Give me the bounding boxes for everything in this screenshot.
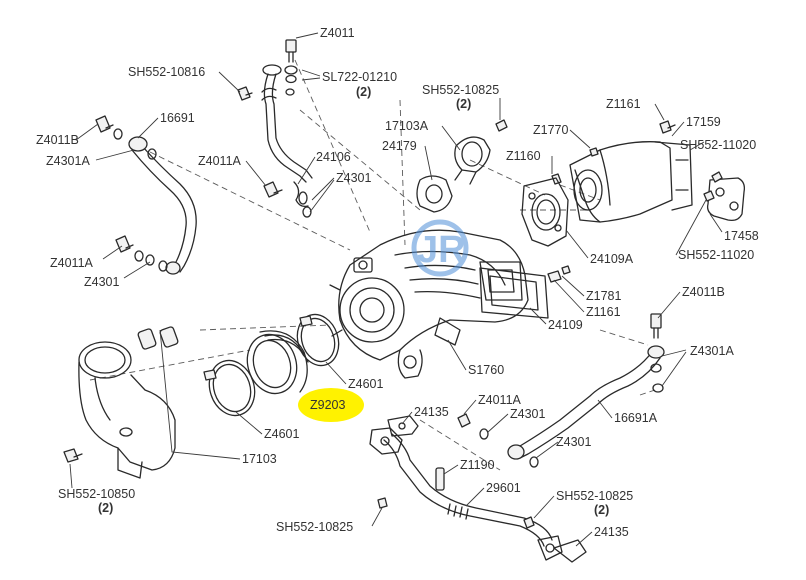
label-24135-mid: 24135 bbox=[414, 405, 449, 419]
label-z4011b-right: Z4011B bbox=[682, 285, 725, 299]
label-sh552-11020-bot: SH552-11020 bbox=[678, 248, 754, 262]
gasket-24109A bbox=[521, 177, 569, 247]
exhaust-outlet-elbow-17159 bbox=[551, 120, 693, 223]
inlet-elbow-17103 bbox=[63, 326, 179, 479]
label-s1760: S1760 bbox=[468, 363, 504, 377]
label-29601: 29601 bbox=[486, 481, 521, 495]
label-z1770: Z1770 bbox=[533, 123, 568, 137]
label-z4601-right: Z4601 bbox=[348, 377, 383, 391]
label-17103a: 17103A bbox=[385, 119, 429, 133]
gasket-24109 bbox=[479, 265, 571, 319]
label-sh552-10825-bot: SH552-10825 bbox=[276, 520, 353, 534]
label-sl722-01210: SL722-01210 bbox=[322, 70, 397, 84]
qty-sh552-10825-top: (2) bbox=[456, 97, 471, 111]
label-24109: 24109 bbox=[548, 318, 583, 332]
label-z1161-top: Z1161 bbox=[606, 97, 641, 111]
label-z4011a-bot: Z4011A bbox=[478, 393, 522, 407]
label-z1190: Z1190 bbox=[460, 458, 495, 472]
label-17159: 17159 bbox=[686, 115, 721, 129]
part-labels: Z4011 SH552-10816 SL722-01210 (2) SH552-… bbox=[36, 26, 759, 539]
qty-sh552-10850: (2) bbox=[98, 501, 113, 515]
label-z4601-left: Z4601 bbox=[264, 427, 299, 441]
highlight-ellipse bbox=[298, 388, 364, 422]
qty-sl722: (2) bbox=[356, 85, 371, 99]
label-24179: 24179 bbox=[382, 139, 417, 153]
banjo-bolts bbox=[95, 86, 283, 262]
label-16691a: 16691A bbox=[614, 411, 658, 425]
leader-lines bbox=[69, 32, 723, 547]
hose-Z9203 bbox=[203, 313, 340, 417]
label-z4301-left: Z4301 bbox=[84, 275, 119, 289]
label-17458: 17458 bbox=[724, 229, 759, 243]
label-z4011a-left: Z4011A bbox=[50, 256, 94, 270]
bracket-17458 bbox=[703, 171, 746, 222]
label-sh552-10825-right: SH552-10825 bbox=[556, 489, 633, 503]
label-z4301-bot: Z4301 bbox=[510, 407, 545, 421]
label-17103: 17103 bbox=[242, 452, 277, 466]
watermark-logo: JR bbox=[411, 219, 469, 277]
oil-drain-pipe-29601 bbox=[369, 413, 587, 563]
label-z1160: Z1160 bbox=[506, 149, 541, 163]
label-z4301a-left: Z4301A bbox=[46, 154, 90, 168]
label-24109a: 24109A bbox=[590, 252, 634, 266]
label-z4011b-left: Z4011B bbox=[36, 133, 79, 147]
label-z4301-right: Z4301 bbox=[556, 435, 591, 449]
label-16691: 16691 bbox=[160, 111, 195, 125]
label-24106: 24106 bbox=[316, 150, 351, 164]
label-sh552-10816: SH552-10816 bbox=[128, 65, 205, 79]
label-sh552-11020-top: SH552-11020 bbox=[680, 138, 756, 152]
flange-17103A bbox=[416, 119, 508, 213]
qty-sh552-10825-right: (2) bbox=[594, 503, 609, 517]
label-z9203: Z9203 bbox=[310, 398, 345, 412]
label-z1161-mid: Z1161 bbox=[586, 305, 621, 319]
label-z4301a-right: Z4301A bbox=[690, 344, 734, 358]
oil-feed-pipe-24106 bbox=[261, 39, 313, 218]
label-z4301-mid: Z4301 bbox=[336, 171, 371, 185]
oil-return-pipe-16691 bbox=[128, 136, 197, 275]
label-sh552-10825-top: SH552-10825 bbox=[422, 83, 499, 97]
label-z4011a-mid: Z4011A bbox=[198, 154, 242, 168]
label-sh552-10850: SH552-10850 bbox=[58, 487, 135, 501]
label-24135-bot: 24135 bbox=[594, 525, 629, 539]
watermark-text: JR bbox=[417, 229, 466, 271]
label-z4011-top: Z4011 bbox=[320, 26, 355, 40]
label-z1781: Z1781 bbox=[586, 289, 621, 303]
